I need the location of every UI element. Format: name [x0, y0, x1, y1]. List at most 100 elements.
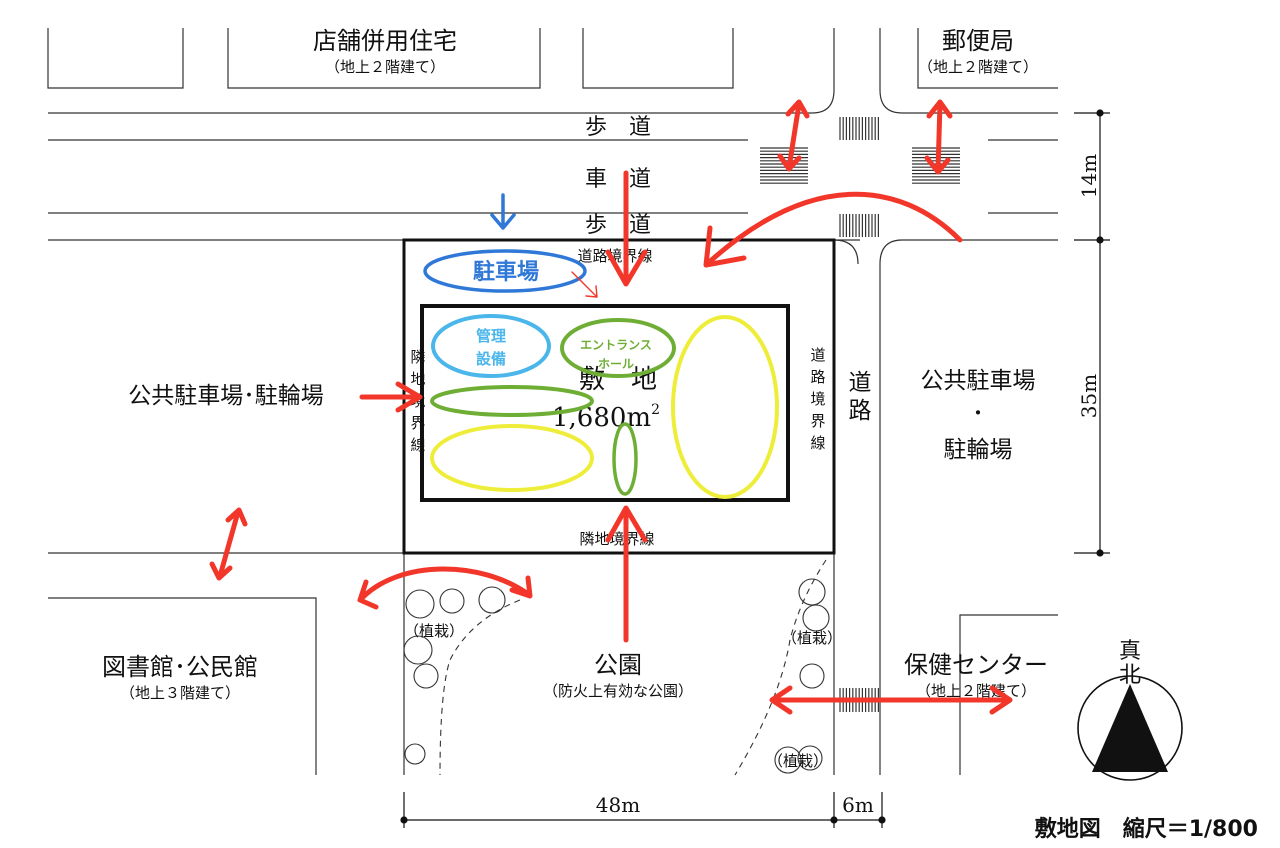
side-road-label-char: 路 — [849, 398, 872, 424]
building-outline-top-left — [47, 28, 184, 89]
arrow-icon — [359, 381, 423, 413]
parking-ellipse — [423, 249, 587, 293]
management-label-1: 管理 — [476, 327, 506, 345]
road-boundary-right-char: 路 — [810, 368, 825, 386]
shop-house-floors: （地上２階建て） — [325, 58, 445, 76]
road-boundary-right-char: 道 — [810, 346, 825, 364]
post-office-name: 郵便局 — [942, 27, 1014, 55]
tree — [802, 604, 830, 632]
dimension-dot — [878, 816, 886, 824]
building-outline-top-mid — [582, 28, 734, 89]
tree — [404, 743, 426, 765]
building-outline-shop-house — [227, 28, 541, 89]
dimension-6m: 6m — [842, 793, 874, 817]
dimension-line — [403, 792, 883, 828]
annotation-layer — [209, 99, 1013, 715]
tree — [413, 663, 439, 689]
dimension-14m: 14m — [1077, 154, 1101, 198]
side-road-line — [879, 239, 903, 265]
site-inner-buildable — [420, 304, 790, 502]
site-name: 敷 地 — [579, 365, 657, 395]
dimension-dot — [1096, 549, 1104, 557]
road-boundary-right-char: 界 — [810, 412, 825, 430]
side-road-label-char: 道 — [849, 370, 872, 396]
planting-label: （植栽） — [404, 622, 464, 640]
planting-label: （植栽） — [768, 752, 828, 770]
horizontal-double-arrow-icon — [769, 685, 1013, 715]
tree — [478, 586, 506, 614]
planting-boundary — [734, 559, 827, 776]
public-parking-right-dot: ・ — [968, 401, 988, 425]
road-boundary-right-char: 線 — [810, 434, 825, 452]
public-parking-right-1: 公共駐車場 — [921, 368, 1036, 394]
side-road-line — [811, 28, 835, 114]
library-name: 図書館･公民館 — [102, 653, 258, 681]
north-arrow-triangle — [1092, 684, 1168, 772]
neighbor-boundary-left-char: 線 — [410, 436, 425, 454]
yellow-zone-ellipse — [430, 424, 594, 492]
green-corridor-ellipse — [612, 422, 638, 496]
dimension-35m: 35m — [1077, 374, 1101, 418]
tree — [774, 746, 802, 774]
green-zone-ellipse — [430, 385, 594, 417]
planting-label: （植栽） — [782, 629, 842, 647]
dimension-line — [1074, 112, 1110, 554]
shop-house-name: 店舗併用住宅 — [313, 27, 457, 55]
dimension-dot — [1096, 109, 1104, 117]
health-center-outline — [959, 614, 1058, 775]
small-arrow-icon — [571, 271, 598, 298]
dimension-dot — [400, 816, 408, 824]
entrance-ellipse — [560, 318, 676, 378]
library-floors: （地上３階建て） — [120, 684, 240, 702]
management-label-2: 設備 — [476, 350, 506, 368]
road-boundary-top: 道路境界線 — [577, 247, 652, 265]
parking-label: 駐車場 — [473, 259, 539, 285]
road-boundary-right-char: 境 — [810, 390, 825, 408]
double-arrow-icon — [209, 507, 248, 581]
health-center-name: 保健センター — [904, 651, 1048, 679]
site-outer-boundary — [402, 238, 836, 555]
double-arrow-icon — [777, 99, 810, 172]
planting-boundary — [439, 599, 521, 776]
sidewalk-top-label: 歩 道 — [585, 115, 651, 140]
arrow-icon — [605, 170, 648, 287]
labels: 店舗併用住宅 （地上２階建て） 郵便局 （地上２階建て） 歩 道 車 道 歩 道… — [102, 27, 1141, 817]
neighbor-boundary-left-char: 界 — [410, 414, 425, 432]
dimension-dot — [830, 816, 838, 824]
entrance-label-1: エントランス — [580, 338, 652, 352]
parking-arrow-icon — [490, 193, 516, 230]
site-area: 1,680m2 — [552, 402, 660, 433]
double-arrow-icon — [924, 99, 953, 175]
base-map — [47, 28, 1058, 775]
red-arrows — [209, 99, 1013, 715]
management-ellipse — [431, 314, 551, 378]
map-caption: 敷地図 縮尺＝1/800 — [1035, 816, 1258, 842]
planting-area — [403, 559, 830, 776]
tree — [797, 745, 823, 771]
arrow-icon — [605, 505, 648, 643]
annotation-text: 駐車場 管理 設備 エントランス ホール — [473, 259, 652, 371]
neighbor-boundary-left-char: 隣 — [410, 348, 425, 366]
tree — [403, 635, 433, 665]
entrance-label-2: ホール — [598, 357, 634, 371]
neighbor-boundary-left-char: 地 — [410, 370, 425, 388]
dimension-lines — [400, 109, 1110, 828]
tree — [405, 589, 435, 619]
dimension-48m: 48m — [596, 793, 640, 817]
north-arrow — [1077, 675, 1183, 781]
library-outline — [48, 597, 317, 775]
tree — [799, 663, 825, 689]
side-road-line — [879, 28, 903, 114]
post-office-floors: （地上２階建て） — [918, 58, 1038, 76]
side-road-line — [833, 239, 859, 265]
curved-double-arrow-icon — [357, 566, 533, 610]
public-parking-left: 公共駐車場･駐輪場 — [128, 383, 324, 409]
dimension-dot — [1096, 236, 1104, 244]
sidewalk-bottom-label: 歩 道 — [585, 213, 651, 238]
arrow-icon — [703, 191, 963, 268]
carriageway-label: 車 道 — [585, 167, 651, 192]
park-name: 公園 — [594, 651, 642, 679]
building-outline-post-office — [917, 28, 1058, 89]
public-parking-right-2: 駐輪場 — [944, 437, 1013, 463]
